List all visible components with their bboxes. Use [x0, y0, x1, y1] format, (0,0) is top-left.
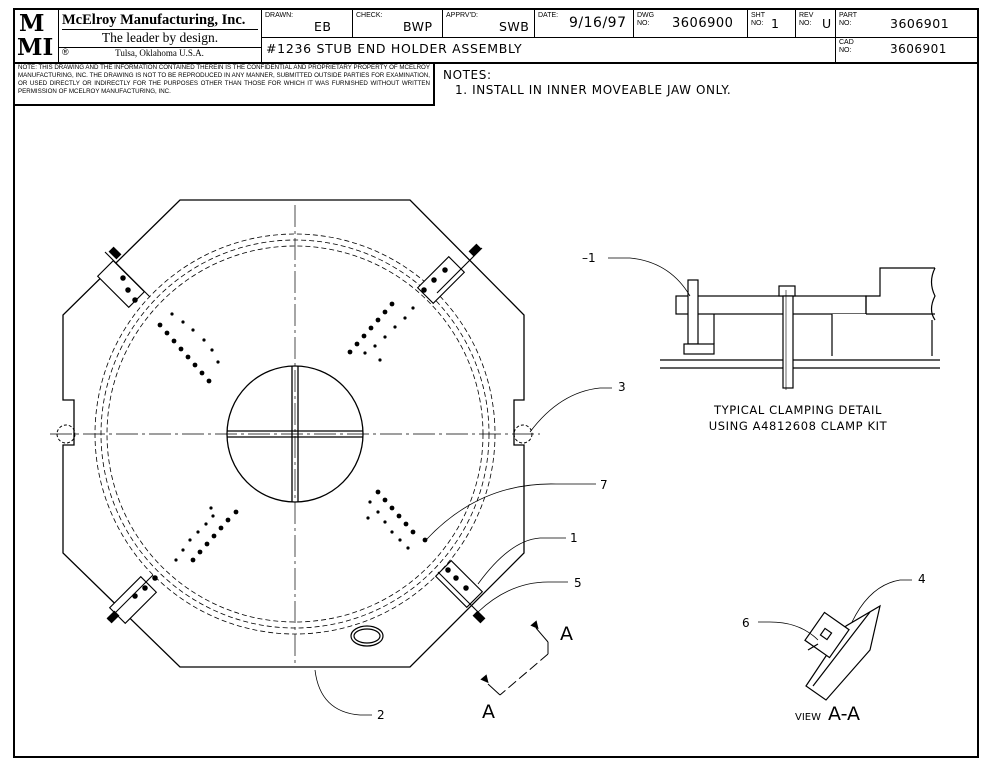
- hole-pattern-lower-left: [174, 506, 239, 563]
- detail-caption-2: USING A4812608 CLAMP KIT: [709, 419, 888, 433]
- balloon-1: 1: [570, 531, 578, 545]
- center-bore: [226, 365, 364, 503]
- logo-top: M: [19, 10, 45, 37]
- sht-label-2: No:: [751, 20, 764, 27]
- clamping-detail: [660, 267, 940, 390]
- balloon-5: 5: [574, 576, 582, 590]
- detail-caption-1: TYPICAL CLAMPING DETAIL: [713, 403, 882, 417]
- rev-label-1: REV: [799, 12, 814, 19]
- part-label-1: PART: [839, 12, 858, 19]
- company-logo: M MI: [15, 10, 59, 62]
- holder-plate: [62, 199, 525, 668]
- registered-mark: ®: [62, 47, 69, 57]
- check-value: BWP: [403, 19, 433, 34]
- company-name: McElroy Manufacturing, Inc.: [62, 12, 246, 28]
- clamp-lower-left: [106, 574, 158, 625]
- balloon-7: 7: [600, 478, 608, 492]
- check-label: CHECK:: [356, 12, 383, 19]
- hole-pattern-lower-right: [366, 489, 428, 550]
- part-cell: PART No: 3606901: [836, 10, 979, 37]
- dwg-value: 3606900: [672, 16, 734, 31]
- view-a-a-leaders: [758, 579, 912, 641]
- proprietary-notice-text: NOTE: THIS DRAWING AND THE INFORMATION C…: [18, 64, 430, 95]
- company-block: McElroy Manufacturing, Inc. The leader b…: [58, 10, 262, 62]
- cad-value: 3606901: [890, 42, 947, 56]
- clamp-upper-right: [416, 243, 483, 305]
- drawing-title: #1236 STUB END HOLDER ASSEMBLY: [266, 41, 523, 56]
- approved-label: APPRV'D:: [446, 12, 478, 19]
- approved-cell: APPRV'D: SWB: [443, 10, 535, 37]
- sht-value: 1: [771, 16, 780, 31]
- title-block: M MI McElroy Manufacturing, Inc. The lea…: [15, 10, 977, 64]
- balloon-3: 3: [618, 380, 626, 394]
- cad-label-2: No:: [839, 47, 852, 54]
- drawn-cell: DRAWN: EB: [262, 10, 353, 37]
- logo-bottom: MI: [17, 34, 54, 61]
- cad-cell: CAD No: 3606901: [836, 37, 979, 62]
- note-item-1: 1. INSTALL IN INNER MOVEABLE JAW ONLY.: [455, 83, 732, 97]
- title-cell: #1236 STUB END HOLDER ASSEMBLY: [262, 37, 836, 62]
- dwg-cell: DWG No: 3606900: [634, 10, 748, 37]
- dwg-label-1: DWG: [637, 12, 655, 19]
- bottom-slot: [350, 625, 384, 647]
- clamp-lower-right: [434, 559, 486, 624]
- hole-pattern-upper-left: [157, 312, 220, 384]
- date-label: DATE:: [538, 12, 559, 19]
- hole-pattern-upper-right: [347, 301, 415, 362]
- balloon-4: 4: [918, 572, 926, 586]
- rev-label-2: No:: [799, 20, 812, 27]
- sht-label-1: SHT: [751, 12, 765, 19]
- date-cell: DATE: 9/16/97: [535, 10, 634, 37]
- company-location: Tulsa, Oklahoma U.S.A.: [58, 47, 261, 58]
- clamp-upper-left: [96, 246, 151, 309]
- check-cell: CHECK: BWP: [353, 10, 443, 37]
- balloon-6: 6: [742, 616, 750, 630]
- drawn-label: DRAWN:: [265, 12, 294, 19]
- section-cut-line: [487, 627, 549, 696]
- notes-block: NOTES: 1. INSTALL IN INNER MOVEABLE JAW …: [443, 68, 731, 98]
- leader-lines: [314, 387, 612, 716]
- balloon-2: 2: [377, 708, 385, 722]
- approved-value: SWB: [499, 19, 530, 34]
- rev-cell: REV No: U: [796, 10, 836, 37]
- detail-leader: [608, 257, 691, 297]
- balloon-labels: 3 7 1 5 2: [377, 380, 626, 722]
- center-lines: [50, 205, 540, 665]
- part-value: 3606901: [890, 16, 950, 31]
- view-name: A-A: [828, 703, 860, 725]
- proprietary-notice: NOTE: THIS DRAWING AND THE INFORMATION C…: [15, 62, 435, 106]
- detail-balloon-1: –1: [582, 251, 596, 265]
- date-value: 9/16/97: [569, 15, 627, 31]
- section-marker-bottom: A: [482, 701, 495, 723]
- drawn-value: EB: [314, 19, 332, 34]
- rev-value: U: [822, 16, 832, 31]
- part-label-2: No:: [839, 20, 852, 27]
- section-marker-top: A: [560, 623, 573, 645]
- view-word: VIEW: [795, 712, 821, 723]
- section-arrowheads: [480, 620, 539, 684]
- drawing-frame: M MI McElroy Manufacturing, Inc. The lea…: [13, 8, 979, 758]
- view-a-a-drawing: [804, 604, 881, 701]
- side-notches: [56, 424, 533, 444]
- notes-heading: NOTES:: [443, 68, 492, 82]
- dwg-label-2: No:: [637, 20, 650, 27]
- cad-label-1: CAD: [839, 39, 854, 46]
- sheet-cell: SHT No: 1: [748, 10, 796, 37]
- company-tagline: The leader by design.: [62, 29, 258, 46]
